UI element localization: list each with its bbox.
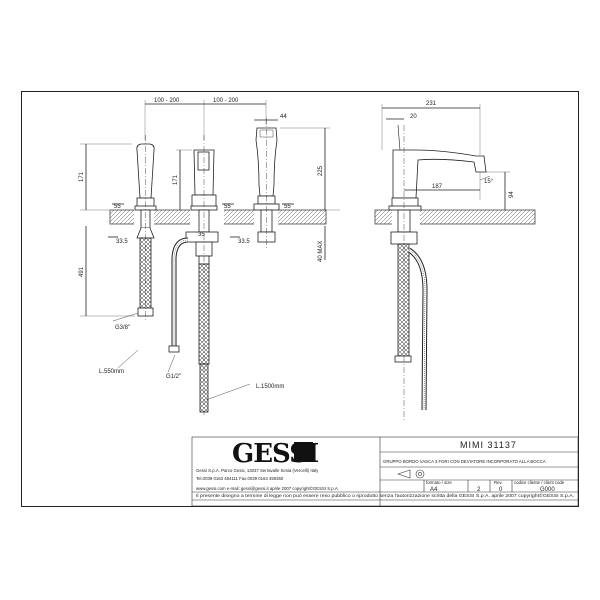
deck-section — [109, 209, 201, 225]
dim-max-thickness: 40 MAX — [318, 241, 324, 262]
side-supply-braid — [397, 243, 410, 357]
sheet-value: 2 — [477, 487, 481, 493]
dim-shower-width: 44 — [280, 114, 287, 120]
company-web: www.gessi.com e-mail: gessi@gessi.it apr… — [196, 486, 339, 491]
dim-spacing-a: 100 - 200 — [154, 98, 180, 104]
legal-footer: Il presente disegno a termine di legge n… — [196, 493, 574, 498]
thread-left: G3/8" — [115, 325, 130, 331]
dim-35: 35 — [198, 232, 205, 238]
dim-spout-height: 94 — [509, 191, 515, 198]
dim-dia-mid: 55 — [224, 204, 231, 210]
side-view — [374, 104, 536, 420]
gessi-logo-mark — [294, 442, 313, 462]
dim-height-mid: 171 — [173, 174, 179, 185]
spout — [392, 149, 487, 199]
client-code-label: codice cliente / client code — [514, 480, 565, 485]
client-code-value: G000 — [540, 487, 555, 493]
company-phone: Tel.0039 0163 454111 Fax.0039 0163 45935… — [196, 476, 284, 481]
drawing-frame — [21, 91, 579, 507]
title-block — [191, 436, 579, 507]
dim-height-left: 171 — [79, 171, 85, 182]
diverter-hose — [171, 237, 189, 350]
thread-mid: G1/2" — [166, 374, 181, 380]
front-view — [80, 100, 340, 415]
dim-dia-left: 55 — [114, 204, 121, 210]
diverter-knob — [197, 151, 210, 171]
rev-label: Rev. — [494, 480, 503, 485]
model-description: GRUPPO BORDO VASCA 3 FORI CON DEVIATORE … — [383, 459, 546, 464]
dim-overall-width: 231 — [426, 101, 437, 107]
model-title: MIMI 31137 — [460, 440, 517, 450]
dim-below-deck: 491 — [79, 266, 85, 277]
dim-reach: 187 — [432, 184, 443, 190]
dim-angle: 15° — [484, 179, 494, 185]
format-value: A4 — [430, 487, 438, 493]
dim-hole-right: 33.5 — [238, 239, 250, 245]
format-label: formato / size — [426, 480, 452, 485]
hose-length-left: L.550mm — [99, 369, 124, 375]
company-address: Gessi S.p.A. Parco Gessi, 13037 Serraval… — [196, 468, 319, 473]
dim-hole-left: 33.5 — [116, 239, 128, 245]
rev-value: 0 — [499, 487, 503, 493]
hose-length-shower: L.1500mm — [256, 384, 284, 390]
dim-spacing-b: 100 - 200 — [213, 98, 239, 104]
dim-dia-right: 55 — [284, 204, 291, 210]
dim-top-offset: 20 — [410, 114, 417, 120]
dim-height-shower: 225 — [318, 165, 324, 176]
